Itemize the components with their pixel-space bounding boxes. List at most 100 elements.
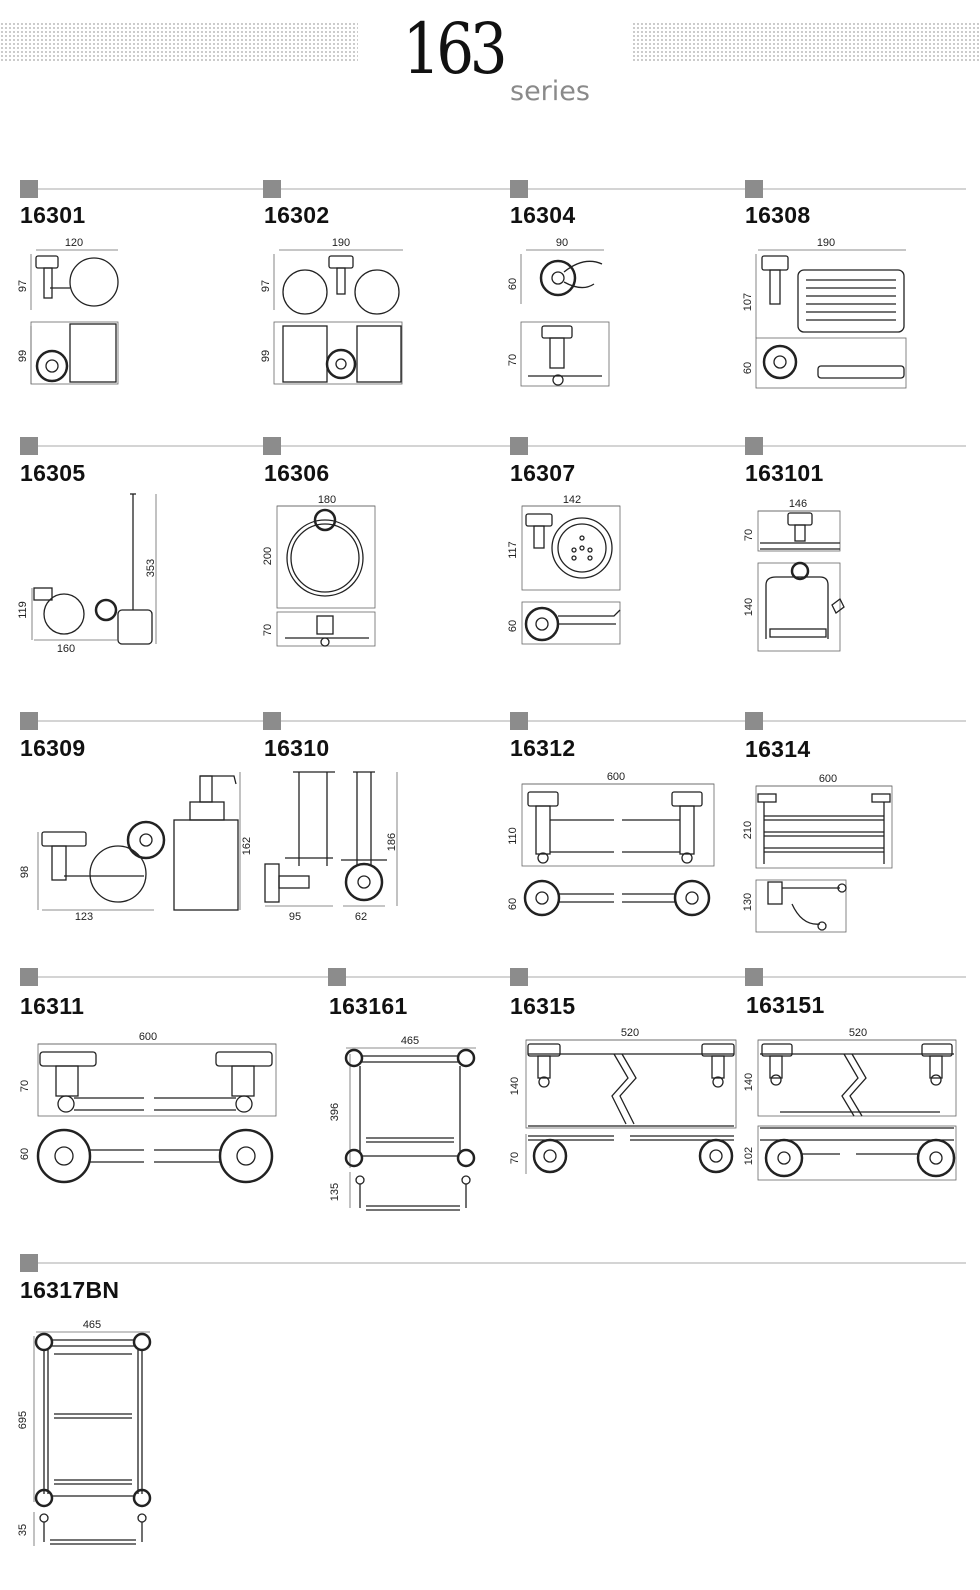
dimension-label: 600 (139, 1031, 157, 1043)
dimension-label: 190 (332, 237, 350, 249)
dimension-label: 60 (742, 362, 754, 374)
dimension-label: 520 (849, 1027, 867, 1039)
product-drawing-163161: 465 396 135 (329, 1035, 476, 1211)
dimension-label: 210 (742, 821, 754, 839)
product-drawing-16314: 600 210 130 (742, 773, 893, 933)
dimension-label: 35 (17, 1524, 29, 1536)
dimension-label: 135 (329, 1183, 341, 1201)
product-marker (745, 180, 763, 198)
dimension-label: 600 (607, 771, 625, 783)
dimension-label: 396 (329, 1103, 341, 1121)
product-code: 16307 (510, 460, 576, 486)
product-marker (263, 180, 281, 198)
dimension-label: 140 (743, 598, 755, 616)
product-code: 16304 (510, 202, 576, 228)
product-code: 16315 (510, 993, 576, 1019)
dimension-label: 97 (17, 280, 29, 292)
product-code: 16305 (20, 460, 86, 486)
dimension-label: 465 (401, 1035, 419, 1047)
dimension-label: 200 (262, 547, 274, 565)
product-code: 16306 (264, 460, 330, 486)
dimension-label: 146 (789, 498, 807, 510)
product-code: 16314 (745, 736, 811, 762)
section-divider (20, 1262, 966, 1264)
dimension-label: 162 (241, 837, 253, 855)
product-drawing-16317BN: 465 695 35 (17, 1319, 152, 1546)
dimension-label: 70 (262, 624, 274, 636)
product-code: 16302 (264, 202, 330, 228)
product-marker (745, 712, 763, 730)
product-code: 16312 (510, 735, 576, 761)
product-drawing-16308: 190 107 60 (742, 237, 907, 389)
product-code: 163101 (745, 460, 824, 486)
dimension-label: 70 (507, 354, 519, 366)
dimension-label: 97 (260, 280, 272, 292)
product-marker (745, 437, 763, 455)
section-divider (20, 188, 966, 190)
product-drawing-16310: 186 95 62 (264, 771, 398, 923)
dimension-label: 520 (621, 1027, 639, 1039)
section-divider (20, 720, 966, 722)
dotted-band-left (0, 22, 358, 62)
product-code: 16309 (20, 735, 86, 761)
dimension-label: 98 (19, 866, 31, 878)
product-marker (263, 437, 281, 455)
product-marker (745, 968, 763, 986)
dimension-label: 107 (742, 293, 754, 311)
product-code: 16308 (745, 202, 811, 228)
product-drawing-16312: 600 110 60 (507, 771, 715, 917)
dimension-label: 190 (817, 237, 835, 249)
product-drawing-16307: 142 117 60 (507, 494, 621, 645)
dimension-label: 70 (509, 1152, 521, 1164)
product-drawing-16311: 600 70 60 (19, 1031, 277, 1184)
product-drawing-16305: 353 119 160 (17, 493, 157, 655)
dimension-label: 120 (65, 237, 83, 249)
product-drawing-16301: 120 97 99 (17, 237, 119, 385)
product-marker (20, 968, 38, 986)
dimension-label: 353 (145, 559, 157, 577)
dimension-label: 70 (743, 529, 755, 541)
section-divider (20, 445, 966, 447)
dimension-label: 95 (289, 911, 301, 923)
dimension-label: 140 (509, 1077, 521, 1095)
dimension-label: 60 (19, 1148, 31, 1160)
product-code: 16310 (264, 735, 330, 761)
dimension-label: 140 (743, 1073, 755, 1091)
product-marker (510, 437, 528, 455)
product-code: 163151 (746, 992, 825, 1018)
product-marker (263, 712, 281, 730)
dimension-label: 60 (507, 278, 519, 290)
dimension-label: 102 (743, 1147, 755, 1165)
dimension-label: 90 (556, 237, 568, 249)
dimension-label: 600 (819, 773, 837, 785)
product-code: 163161 (329, 993, 408, 1019)
product-drawing-16302: 190 97 99 (260, 237, 403, 385)
product-code: 16311 (20, 993, 85, 1019)
product-marker (510, 180, 528, 198)
product-drawing-16304: 90 60 70 (507, 237, 610, 387)
dimension-label: 70 (19, 1080, 31, 1092)
dimension-label: 62 (355, 911, 367, 923)
product-drawing-16315: 520 140 70 (509, 1027, 737, 1174)
dimension-label: 119 (17, 601, 29, 619)
section-divider (20, 976, 966, 978)
product-drawing-16309: 162 98 123 (19, 772, 253, 923)
dimension-label: 695 (17, 1411, 29, 1429)
product-marker (20, 437, 38, 455)
dimension-label: 99 (260, 350, 272, 362)
product-marker (510, 968, 528, 986)
dimension-label: 117 (507, 541, 519, 559)
dimension-label: 160 (57, 643, 75, 655)
dotted-band-right (632, 22, 980, 62)
product-code: 16301 (20, 202, 86, 228)
dimension-label: 180 (318, 494, 336, 506)
dimension-label: 186 (386, 833, 398, 851)
product-marker (510, 712, 528, 730)
dimension-label: 130 (742, 893, 754, 911)
dimension-label: 110 (507, 827, 519, 845)
product-marker (328, 968, 346, 986)
series-number: 163 (402, 8, 508, 90)
product-drawing-163101: 146 70 140 (743, 498, 845, 652)
product-code: 16317BN (20, 1277, 120, 1303)
product-marker (20, 1254, 38, 1272)
